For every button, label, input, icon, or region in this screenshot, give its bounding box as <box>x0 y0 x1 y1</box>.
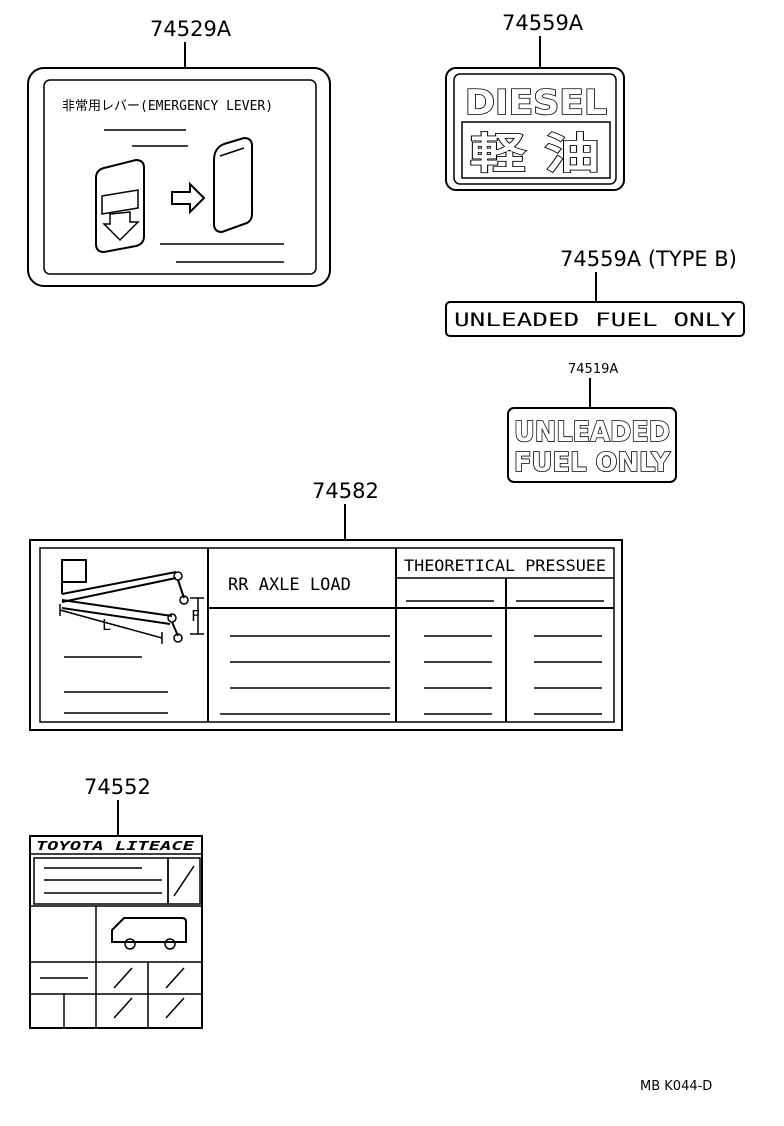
rr-axle-load-text: RR AXLE LOAD <box>228 575 351 595</box>
lever-icon <box>95 158 145 254</box>
info-box <box>33 857 169 905</box>
label-frame <box>29 835 203 1029</box>
label-outer-frame <box>27 67 331 287</box>
arrow-right-icon <box>171 181 206 215</box>
label-74559A-type-b: 74559A (TYPE B) UNLEADED FUEL ONLY <box>445 247 745 337</box>
label-74559A: 74559A DIESEL 軽 油 <box>445 11 625 191</box>
keiyu-text: 軽 油 <box>470 129 600 178</box>
label-outer-frame <box>29 539 623 731</box>
part-number-74529A: 74529A <box>150 17 232 41</box>
unleaded-text: UNLEADED <box>514 415 670 448</box>
slash-box <box>167 857 201 905</box>
lever-pulled-icon <box>213 136 253 234</box>
slash-mark <box>173 865 195 897</box>
part-number-74559A-type-b: 74559A (TYPE B) <box>560 247 737 271</box>
label-74582: 74582 RR AXLE LOAD THEORETICAL PRESSUEE <box>29 479 623 731</box>
label-74552: 74552 TOYOTA LITEACE <box>29 775 203 1029</box>
part-number-74559A: 74559A <box>502 11 584 35</box>
part-number-74552: 74552 <box>84 775 151 799</box>
label-74529A: 74529A 非常用レバー(EMERGENCY LEVER) <box>27 17 331 287</box>
part-number-74519A: 74519A <box>568 362 618 377</box>
label-frame <box>507 407 677 483</box>
label-inner-frame <box>43 79 317 275</box>
dimension-f-label: F <box>191 607 200 625</box>
slash-mark <box>165 997 185 1019</box>
label-inner-frame <box>39 547 615 723</box>
label-outer-frame <box>445 67 625 191</box>
van-icon <box>111 917 187 950</box>
fuel-only-text: FUEL ONLY <box>514 448 671 478</box>
diesel-text: DIESEL <box>465 83 607 123</box>
dimension-l-label: L <box>102 616 111 634</box>
diagram-code: MB K044-D <box>640 1079 712 1094</box>
kanji-box <box>461 121 611 179</box>
label-frame <box>445 301 745 337</box>
theoretical-pressure-text: THEORETICAL PRESSUEE <box>404 556 606 575</box>
emergency-lever-text: 非常用レバー(EMERGENCY LEVER) <box>62 99 273 114</box>
part-number-74582: 74582 <box>312 479 379 503</box>
slash-mark <box>113 997 133 1019</box>
label-74519A: 74519A UNLEADED FUEL ONLY <box>507 362 677 483</box>
label-inner-frame <box>453 73 617 185</box>
unleaded-fuel-only-text: UNLEADED FUEL ONLY <box>454 309 737 331</box>
slash-mark <box>165 967 185 989</box>
slash-mark <box>113 967 133 989</box>
toyota-liteace-text: TOYOTA LITEACE <box>36 839 195 853</box>
suspension-diagram: L F <box>59 559 204 644</box>
